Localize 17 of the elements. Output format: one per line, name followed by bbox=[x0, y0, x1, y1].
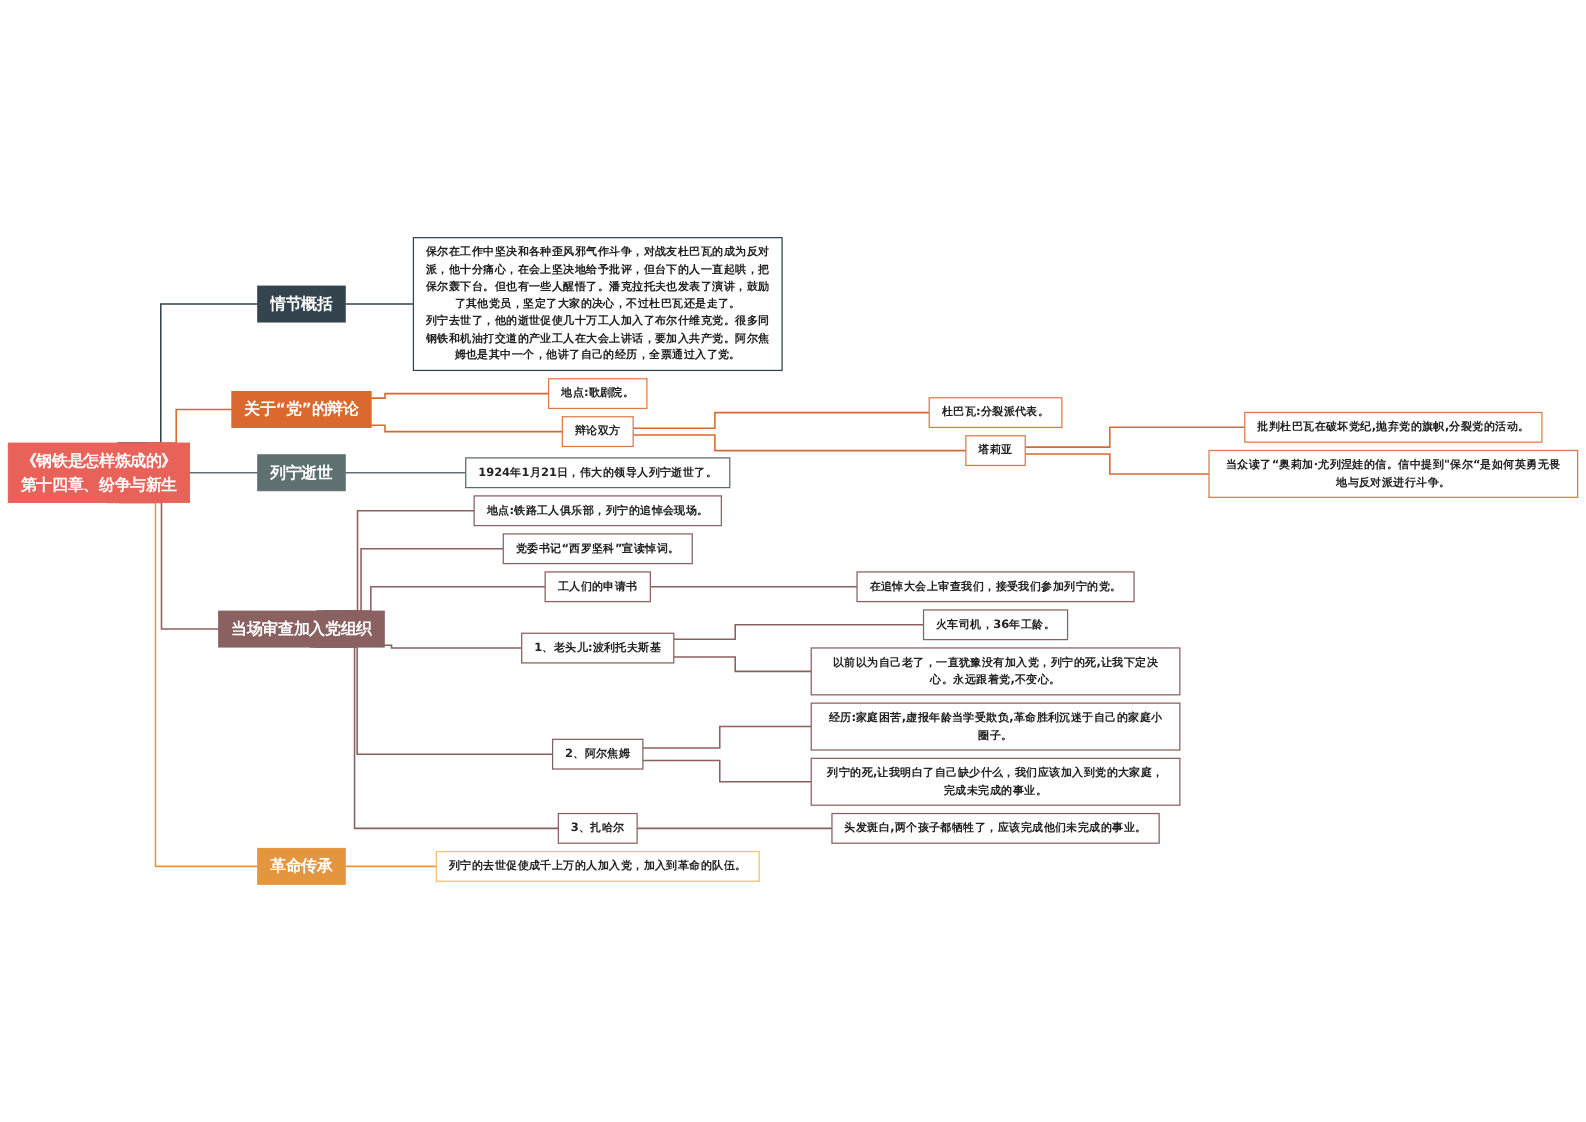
connector bbox=[1024, 426, 1246, 448]
connector bbox=[636, 827, 833, 830]
connector bbox=[642, 725, 812, 749]
connector bbox=[1024, 453, 1210, 475]
connector bbox=[673, 624, 925, 640]
connector bbox=[370, 424, 564, 433]
connector bbox=[344, 865, 438, 868]
connector bbox=[383, 644, 523, 649]
connector bbox=[188, 471, 259, 474]
connector bbox=[370, 392, 550, 399]
connector bbox=[673, 656, 812, 673]
connector bbox=[642, 759, 812, 783]
connector bbox=[632, 434, 967, 452]
connector bbox=[344, 303, 415, 305]
connector bbox=[632, 411, 930, 429]
connector bbox=[344, 471, 467, 474]
connector bbox=[649, 586, 858, 588]
